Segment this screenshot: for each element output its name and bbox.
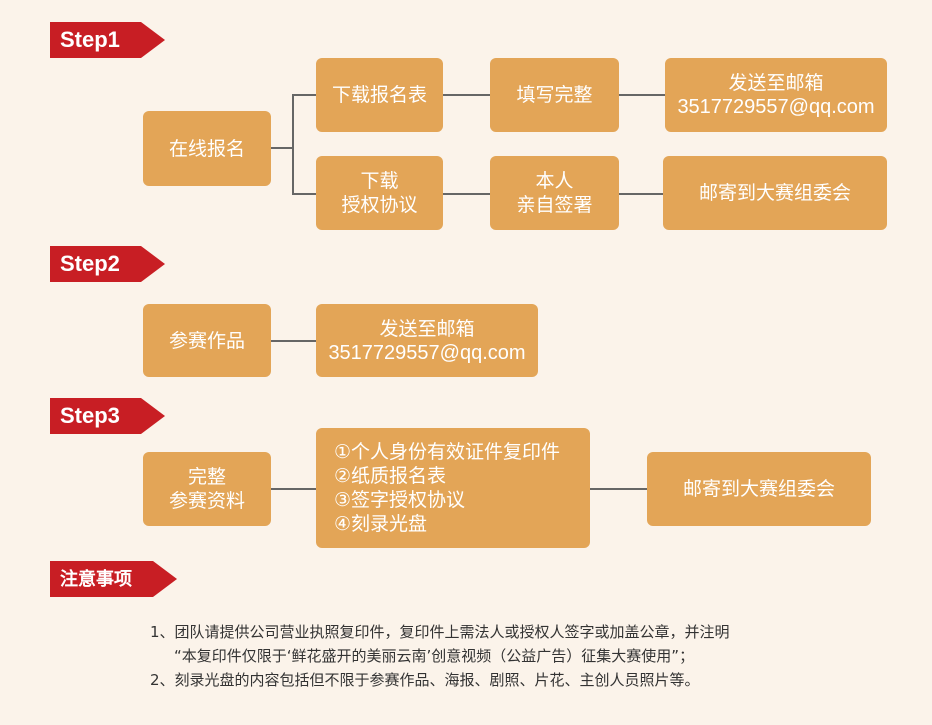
complete-materials-line2: 参赛资料: [168, 490, 245, 512]
notes: 1、团队请提供公司营业执照复印件，复印件上需法人或授权人签字或加盖公章，并注明 …: [150, 620, 730, 692]
mail-committee-label-3: 邮寄到大赛组委会: [682, 478, 835, 500]
connector-entry-to-email: [271, 340, 316, 342]
self-sign-box: 本人 亲自签署: [490, 156, 619, 230]
note-line-3: 2、刻录光盘的内容包括但不限于参赛作品、海报、剧照、片花、主创人员照片等。: [150, 671, 700, 689]
note-line-2: “本复印件仅限于‘鲜花盛开的美丽云南’创意视频（公益广告）征集大赛使用”；: [174, 647, 695, 665]
connector-sign-to-mail: [619, 193, 663, 195]
connector-to-download-form: [292, 94, 316, 96]
notice-arrow-icon: [153, 561, 177, 597]
connector-form-to-fill: [443, 94, 490, 96]
send-email-address: 3517729557@qq.com: [677, 96, 875, 118]
step1-tag: Step1: [50, 22, 165, 58]
connector-fill-to-email: [619, 94, 665, 96]
mail-committee-box-3: 邮寄到大赛组委会: [647, 452, 871, 526]
entry-works-box: 参赛作品: [143, 304, 271, 377]
download-auth-box: 下载 授权协议: [316, 156, 443, 230]
materials-list-item: ①个人身份有效证件复印件: [334, 441, 561, 463]
step2-arrow-icon: [141, 246, 165, 282]
download-auth-line2: 授权协议: [341, 194, 418, 216]
send-email-title-2: 发送至邮箱: [379, 317, 475, 340]
connector-signup-trunk: [271, 147, 293, 149]
materials-list-item: ③签字授权协议: [334, 489, 466, 511]
materials-list-box: ①个人身份有效证件复印件 ②纸质报名表 ③签字授权协议 ④刻录光盘: [316, 428, 590, 548]
connector-auth-to-sign: [443, 193, 490, 195]
materials-list-item: ④刻录光盘: [334, 513, 428, 535]
mail-committee-label: 邮寄到大赛组委会: [698, 182, 851, 204]
step3-label: Step3: [60, 403, 120, 428]
send-email-title: 发送至邮箱: [728, 72, 824, 94]
complete-materials-line1: 完整: [187, 466, 226, 488]
send-email-box: 发送至邮箱 3517729557@qq.com: [665, 58, 887, 132]
connector-list-to-mail: [590, 488, 647, 490]
step2-label: Step2: [60, 251, 120, 276]
step3-arrow-icon: [141, 398, 165, 434]
connector-to-download-auth: [292, 193, 316, 195]
step1-arrow-icon: [141, 22, 165, 58]
self-sign-line2: 亲自签署: [516, 194, 593, 216]
step3-tag: Step3: [50, 398, 165, 434]
entry-works-label: 参赛作品: [168, 329, 245, 352]
self-sign-line1: 本人: [535, 170, 574, 192]
send-email-box-2: 发送至邮箱 3517729557@qq.com: [316, 304, 538, 377]
download-form-box: 下载报名表: [316, 58, 443, 132]
connector-materials-to-list: [271, 488, 316, 490]
step1-label: Step1: [60, 27, 120, 52]
connector-vertical: [292, 94, 294, 194]
download-form-label: 下载报名表: [331, 84, 427, 106]
note-line-1: 1、团队请提供公司营业执照复印件，复印件上需法人或授权人签字或加盖公章，并注明: [150, 623, 730, 641]
online-signup-box: 在线报名: [143, 111, 271, 186]
online-signup-label: 在线报名: [168, 137, 245, 160]
materials-list-item: ②纸质报名表: [334, 465, 447, 487]
step2-tag: Step2: [50, 246, 165, 282]
notice-tag: 注意事项: [50, 561, 177, 597]
notice-label: 注意事项: [60, 569, 132, 589]
fill-complete-label: 填写完整: [516, 84, 593, 106]
mail-committee-box: 邮寄到大赛组委会: [663, 156, 887, 230]
download-auth-line1: 下载: [360, 170, 399, 192]
complete-materials-box: 完整 参赛资料: [143, 452, 271, 526]
send-email-address-2: 3517729557@qq.com: [328, 341, 526, 364]
fill-complete-box: 填写完整: [490, 58, 619, 132]
